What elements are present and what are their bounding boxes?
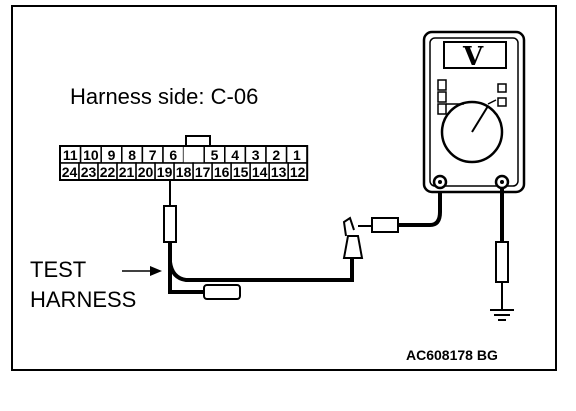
ground-symbol-icon — [490, 309, 514, 321]
connector-pin-label: 12 — [290, 164, 306, 180]
connector-pin-label: 14 — [252, 164, 268, 180]
connector-pin-label: 10 — [83, 147, 99, 163]
connector-pin-label: 6 — [169, 147, 177, 163]
figure-code: AC608178 BG — [406, 347, 498, 363]
probe-harness — [163, 180, 354, 300]
connector-pin-label: 20 — [138, 164, 154, 180]
connector-pin-label: 19 — [157, 164, 173, 180]
connector-cell — [183, 146, 205, 163]
connector-pin-label: 3 — [252, 147, 260, 163]
connector-pin-label: 23 — [81, 164, 97, 180]
connector-pin-label: 24 — [62, 164, 78, 180]
voltmeter-display — [443, 41, 507, 69]
connector-lock-tab — [185, 135, 211, 147]
connector-pin-label: 5 — [211, 147, 219, 163]
connector-pin-label: 13 — [271, 164, 287, 180]
connector-pin-label: 15 — [233, 164, 249, 180]
test-harness-branch — [168, 262, 204, 294]
probe-tip — [163, 205, 177, 243]
connector-pin-label: 18 — [176, 164, 192, 180]
harness-side-label: Harness side: C-06 — [70, 84, 258, 109]
connector-pin-label: 7 — [149, 147, 157, 163]
connector-pin-label: 8 — [128, 147, 136, 163]
connector-pin-label: 21 — [119, 164, 135, 180]
test-harness-label-line1: TEST — [30, 257, 86, 282]
connector-pin-label: 2 — [272, 147, 280, 163]
ground-probe — [495, 241, 509, 283]
test-harness-arrow-icon — [122, 266, 162, 276]
connector-pin-label: 11 — [63, 147, 78, 163]
connector-pin-label: 1 — [293, 147, 301, 163]
diagram-frame — [11, 5, 557, 371]
connector-pin-label: 4 — [231, 147, 239, 163]
connector-outline — [59, 145, 309, 181]
voltmeter: V — [422, 30, 526, 194]
voltmeter-symbol: V — [462, 42, 484, 72]
test-harness-wire — [168, 242, 354, 282]
connector-pin-label: 9 — [108, 147, 116, 163]
connector-pin-label: 22 — [100, 164, 116, 180]
probe-clip — [342, 188, 442, 259]
test-harness-label-line2: HARNESS — [30, 287, 136, 312]
connector-pin-label: 16 — [214, 164, 230, 180]
connector-pin-label: 17 — [195, 164, 211, 180]
spare-terminal — [203, 284, 241, 300]
ground-lead — [490, 188, 514, 321]
